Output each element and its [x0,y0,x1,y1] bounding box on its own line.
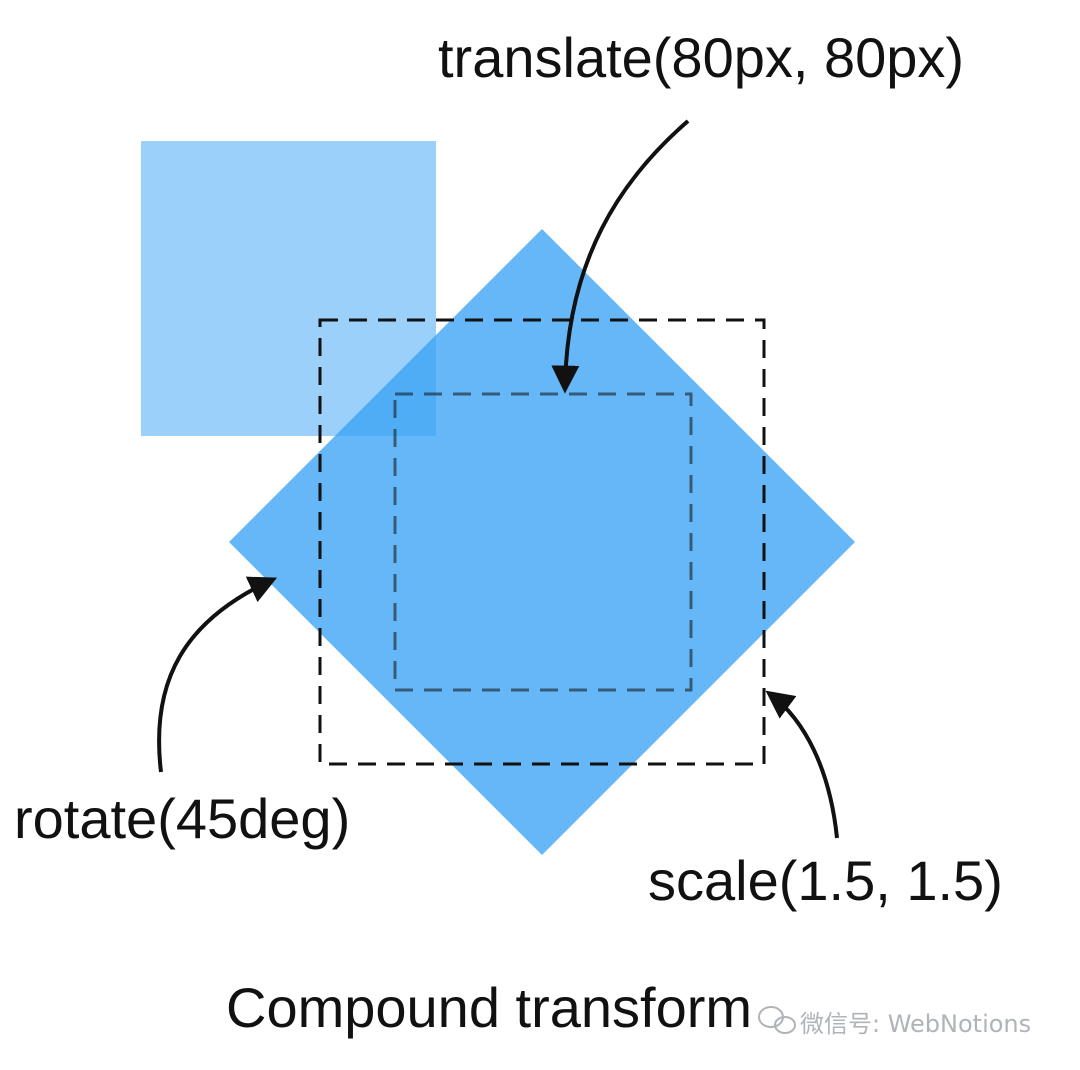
scale-label: scale(1.5, 1.5) [648,849,1003,912]
wechat-icon [758,1006,796,1034]
diagram-caption: Compound transform [226,976,752,1039]
scaled-square-outline [318,318,766,766]
rotate-label: rotate(45deg) [14,787,350,850]
transformed-diamond [229,229,855,855]
watermark-text: 微信号: WebNotions [800,1010,1031,1038]
rotate-arrow [157,576,278,773]
scale-arrow [765,690,839,839]
translate-label: translate(80px, 80px) [438,26,964,89]
watermark: 微信号: WebNotions [758,1006,1031,1038]
translate-arrow [551,119,690,394]
translated-square-outline [393,392,693,692]
